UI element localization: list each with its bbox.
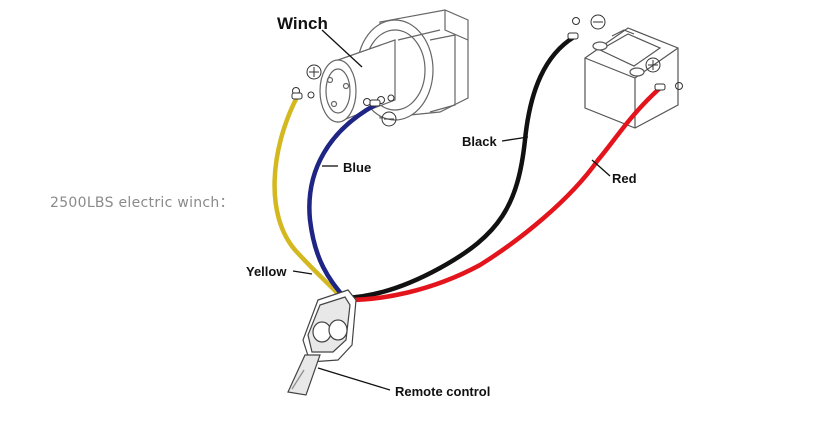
black-wire	[342, 34, 577, 301]
yellow-wire	[272, 94, 343, 299]
wire-connectors	[291, 32, 666, 107]
label-winch: Winch	[277, 14, 328, 33]
wires	[272, 34, 663, 303]
diagram-caption: 2500LBS electric winch：	[50, 195, 234, 211]
battery-illustration	[584, 27, 679, 129]
leader-lines	[292, 29, 611, 391]
winch-terminal-symbols	[292, 64, 397, 127]
blue-wire	[307, 102, 378, 299]
label-red: Red	[612, 171, 637, 186]
label-blue: Blue	[343, 160, 371, 175]
label-black: Black	[462, 134, 497, 149]
label-yellow: Yellow	[246, 264, 287, 279]
red-wire	[345, 85, 663, 303]
label-remote-control: Remote control	[395, 384, 490, 399]
remote-control-illustration	[287, 289, 357, 396]
winch-illustration	[319, 9, 469, 123]
battery-terminal-symbols	[572, 14, 683, 90]
